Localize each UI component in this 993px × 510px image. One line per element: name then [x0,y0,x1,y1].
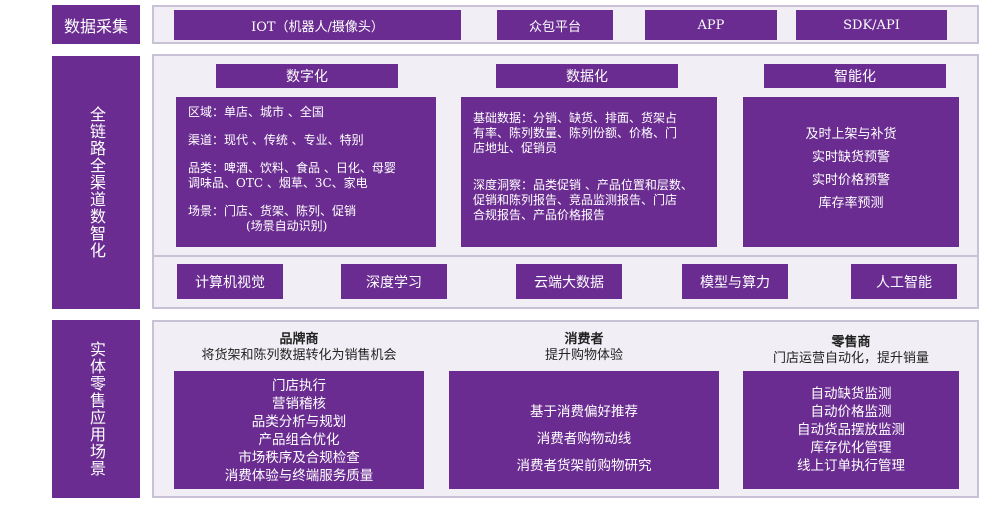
tech-deep-learning: 深度学习 [341,264,447,299]
digital-detail-box: 区域：单店、城市 、全国 渠道：现代 、传统 、专业、特别 品类：啤酒、饮料、食… [176,97,436,247]
collection-item-sdk-api: SDK/API [796,10,947,40]
column-header-data: 数据化 [496,64,678,88]
intelligent-item: 库存率预测 [818,196,884,211]
intelligent-item: 及时上架与补货 [805,127,897,142]
data-detail-box: 基础数据：分销、缺货、排面、货架占 有率、陈列数量、陈列份额、价格、门 店地址、… [461,97,717,247]
collection-item-iot: IOT（机器人/摄像头） [174,10,461,40]
retailer-use-case: 自动货品摆放监测 [797,422,905,438]
brand-use-case: 品类分析与规划 [251,414,347,430]
consumer-use-case: 消费者购物动线 [536,431,632,447]
digital-region-line: 区域：单店、城市 、全国 [188,105,324,119]
consumer-use-case: 消费者货架前购物研究 [516,458,652,474]
row-label-collection: 数据采集 [52,5,140,44]
tech-ai: 人工智能 [851,264,957,299]
brand-use-case: 门店执行 [272,378,326,394]
data-insight-line-1: 深度洞察：品类促销 、产品位置和层数、 [473,178,693,192]
digital-category-line-2: 调味品、OTC 、烟草、3C、家电 [188,176,368,190]
brand-use-case: 消费体验与终端服务质量 [224,468,374,484]
data-basic-line-1: 基础数据：分销、缺货、排面、货架占 [473,111,678,125]
retailer-use-case-box: 自动缺货监测 自动价格监测 自动货品摆放监测 库存优化管理 线上订单执行管理 [743,371,959,489]
role-title-retailer: 零售商 [831,335,871,350]
tech-cloud-big-data: 云端大数据 [516,264,622,299]
tech-model-compute: 模型与算力 [682,264,788,299]
collection-item-app: APP [645,10,777,40]
data-insight-line-3: 合规报告、产品价格报告 [473,208,606,222]
digital-category-line-1: 品类：啤酒、饮料、食品 、日化、母婴 [188,161,396,175]
role-title-brand: 品牌商 [279,332,319,347]
intelligent-item: 实时价格预警 [811,173,890,188]
collection-item-crowdsourcing: 众包平台 [497,10,613,40]
row-label-retail: 实体零售应用场景 [52,320,140,498]
digital-scene-note: (场景自动识别) [246,219,328,233]
digitize-divider [152,255,979,257]
column-header-digital: 数字化 [216,64,398,88]
brand-use-case: 产品组合优化 [258,432,340,448]
brand-use-case: 营销稽核 [272,396,326,412]
role-title-consumer: 消费者 [564,332,604,347]
digital-channel-line: 渠道：现代 、传统 、专业、特别 [188,133,364,147]
data-basic-line-3: 店地址、促销员 [473,141,558,155]
brand-use-case-box: 门店执行 营销稽核 品类分析与规划 产品组合优化 市场秩序及合规检查 消费体验与… [174,371,424,489]
role-subtitle-consumer: 提升购物体验 [544,348,623,363]
consumer-use-case-box: 基于消费偏好推荐 消费者购物动线 消费者货架前购物研究 [449,371,719,489]
role-subtitle-brand: 将货架和陈列数据转化为销售机会 [201,348,397,363]
role-subtitle-retailer: 门店运营自动化，提升销量 [772,351,929,366]
retailer-use-case: 库存优化管理 [810,440,892,456]
brand-use-case: 市场秩序及合规检查 [238,450,360,466]
intelligent-detail-box: 及时上架与补货 实时缺货预警 实时价格预警 库存率预测 [743,97,959,247]
data-basic-line-2: 有率、陈列数量、陈列份额、价格、门 [473,126,678,140]
data-insight-line-2: 促销和陈列报告、竞品监测报告、门店 [473,193,678,207]
digital-scene-line: 场景：门店、货架、陈列、促销 [188,204,357,218]
row-label-digitize-text: 全链路全渠道数智化 [87,106,106,259]
row-label-retail-text: 实体零售应用场景 [87,341,106,477]
intelligent-item: 实时缺货预警 [811,150,890,165]
consumer-use-case: 基于消费偏好推荐 [530,404,638,420]
retailer-use-case: 线上订单执行管理 [797,458,905,474]
row-label-digitize: 全链路全渠道数智化 [52,56,140,309]
column-header-intelligent: 智能化 [764,64,946,88]
tech-computer-vision: 计算机视觉 [177,264,283,299]
retailer-use-case: 自动价格监测 [810,404,892,420]
retailer-use-case: 自动缺货监测 [810,386,892,402]
